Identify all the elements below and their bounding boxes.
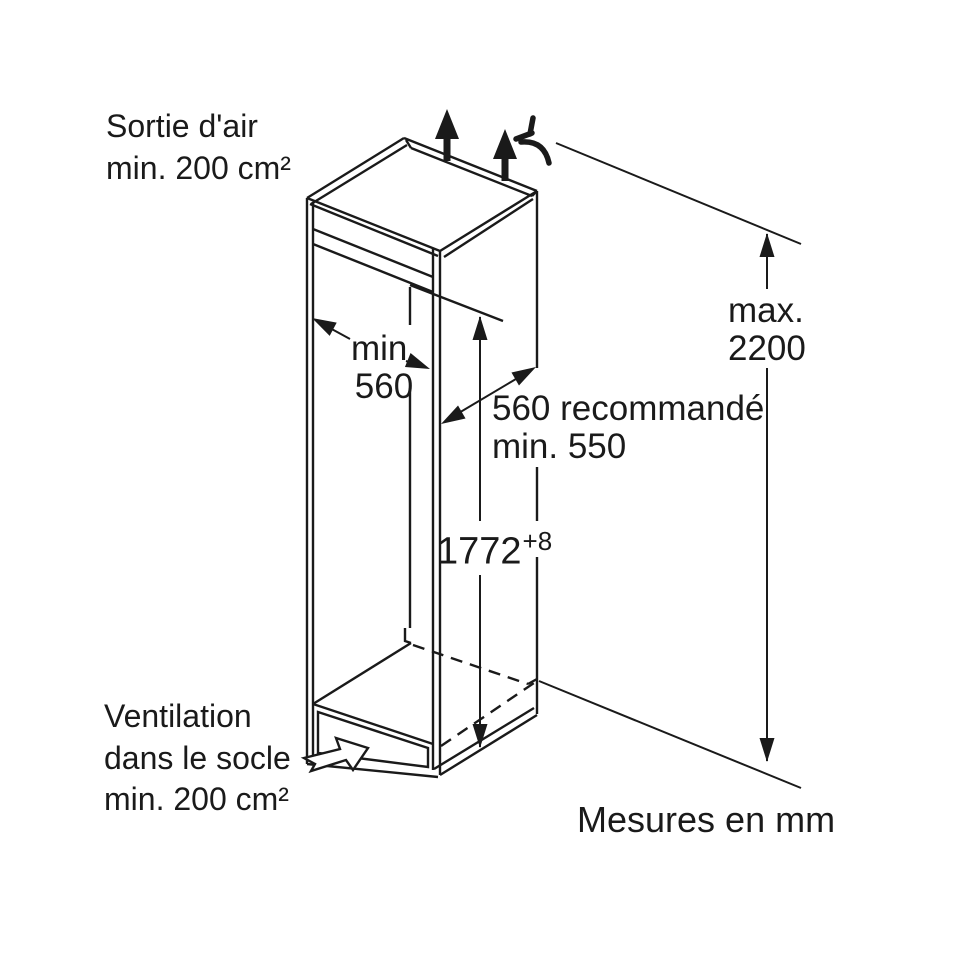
hidden-base-edges — [412, 643, 538, 747]
dimension-cabinet-depth — [441, 367, 536, 424]
niche-height-tolerance: +8 — [522, 526, 553, 556]
air-outlet-line2: min. 200 cm² — [106, 149, 291, 186]
dimension-interior-depth — [312, 318, 430, 369]
cabinet-depth-line2: min. 550 — [492, 426, 627, 466]
dimension-niche-height — [472, 316, 488, 748]
interior-depth-word: min. — [350, 329, 418, 368]
plinth-airflow-arrow — [300, 736, 370, 774]
interior-depth-label: min. 560 — [340, 330, 428, 406]
niche-interior — [312, 283, 504, 706]
plinth-vent-line3: min. 200 cm² — [104, 781, 289, 818]
air-flow-up-arrows — [435, 109, 517, 181]
units-note-text: Mesures en mm — [577, 799, 836, 840]
plinth-vent-line1: Ventilation — [104, 698, 252, 734]
max-height-label: max. 2200 — [728, 292, 806, 368]
max-height-word: max. — [728, 291, 804, 330]
air-outlet-line1: Sortie d'air — [106, 108, 258, 144]
units-note: Mesures en mm — [577, 802, 835, 838]
plinth-ventilation-label: Ventilation dans le socle min. 200 cm² — [104, 696, 291, 821]
cabinet-depth-line1: 560 recommandé — [492, 389, 765, 428]
cabinet-side-face — [433, 191, 539, 777]
air-outlet-label: Sortie d'air min. 200 cm² — [106, 106, 291, 189]
max-height-value: 2200 — [728, 328, 806, 368]
niche-height-label: 1772+8 — [437, 528, 552, 571]
power-cord-icon — [513, 115, 552, 166]
dimension-max-height — [538, 142, 802, 789]
cabinet-depth-label: 560 recommandé min. 550 — [492, 390, 764, 466]
niche-height-value: 1772 — [437, 530, 522, 573]
plinth-vent-line2: dans le socle — [104, 739, 291, 776]
interior-depth-value: 560 — [354, 366, 414, 406]
cabinet-front-face — [305, 198, 442, 779]
cabinet-top-face — [306, 136, 538, 259]
